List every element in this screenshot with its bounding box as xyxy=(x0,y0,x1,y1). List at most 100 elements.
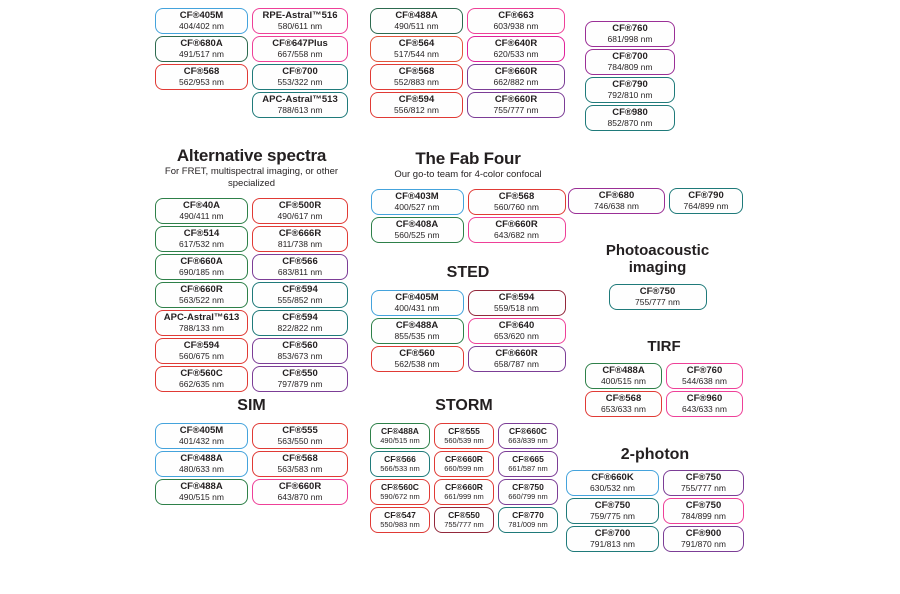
dye-name: CF®666R xyxy=(278,228,322,240)
dye-name: CF®560 xyxy=(399,348,435,360)
dye-excitation-emission: 643/633 nm xyxy=(682,403,727,414)
dye-name: CF®660R xyxy=(278,481,322,493)
dye-excitation-emission: 544/638 nm xyxy=(682,375,727,386)
dye-name: CF®550 xyxy=(282,368,318,380)
dye-excitation-emission: 550/983 nm xyxy=(380,519,420,529)
dye-name: CF®594 xyxy=(183,340,220,352)
dye-excitation-emission: 855/535 nm xyxy=(394,330,440,341)
dye-name: APC-Astral™513 xyxy=(262,94,338,106)
dye-name: CF®500R xyxy=(278,200,322,212)
dye-name: CF®594 xyxy=(498,292,535,304)
dye-name: CF®568 xyxy=(183,66,220,78)
dye-name: CF®750 xyxy=(685,500,722,512)
dye-excitation-emission: 490/617 nm xyxy=(277,210,323,221)
dye-excitation-emission: 401/432 nm xyxy=(179,435,224,446)
dye-excitation-emission: 630/532 nm xyxy=(590,482,635,493)
section-subtitle: Our go-to team for 4-color confocal xyxy=(394,169,542,180)
dye-name: CF®405M xyxy=(179,10,224,22)
dye-name: CF®488A xyxy=(395,320,439,332)
dye-name: CF®700 xyxy=(594,528,631,540)
section-alternative-spectra: Alternative spectra For FRET, multispect… xyxy=(155,146,348,392)
dye-excitation-emission: 400/515 nm xyxy=(601,375,646,386)
dye-excitation-emission: 552/883 nm xyxy=(394,76,439,87)
dye-name: CF®663 xyxy=(498,10,534,22)
section-title: Photoacoustic imaging xyxy=(605,242,710,276)
dye-name: CF®660C xyxy=(509,426,547,437)
dye-name: CF®488A xyxy=(381,426,419,437)
dye-excitation-emission: 791/870 nm xyxy=(681,538,726,549)
dye-name: CF®770 xyxy=(512,510,544,521)
dye-excitation-emission: 603/938 nm xyxy=(493,20,539,31)
dye-name: CF®488A xyxy=(602,365,645,377)
dye-excitation-emission: 788/613 nm xyxy=(277,104,323,115)
dye-name: CF®790 xyxy=(612,79,648,91)
dye-name: CF®660K xyxy=(591,472,634,484)
dye-name: CF®980 xyxy=(612,107,648,119)
dye-excitation-emission: 667/558 nm xyxy=(277,48,323,59)
dye-name: CF®660R xyxy=(494,66,538,78)
dye-excitation-emission: 755/777 nm xyxy=(493,104,539,115)
dye-excitation-emission: 683/811 nm xyxy=(277,266,323,277)
dye-excitation-emission: 658/787 nm xyxy=(494,358,539,369)
dye-excitation-emission: 653/633 nm xyxy=(601,403,646,414)
section-title: The Fab Four xyxy=(415,149,521,168)
dye-excitation-emission: 764/899 nm xyxy=(683,200,729,211)
dye-excitation-emission: 746/638 nm xyxy=(594,200,639,211)
dye-excitation-emission: 797/879 nm xyxy=(277,378,323,389)
dye-name: CF®568 xyxy=(605,393,642,405)
dye-excitation-emission: 517/544 nm xyxy=(394,48,439,59)
dye-excitation-emission: 555/852 nm xyxy=(277,294,323,305)
dye-name: CF®488A xyxy=(180,453,223,465)
dye-excitation-emission: 643/682 nm xyxy=(494,229,539,240)
dye-name: CF®640R xyxy=(494,38,538,50)
dye-excitation-emission: 404/402 nm xyxy=(179,20,224,31)
dye-name: CF®555 xyxy=(448,426,480,437)
dye-excitation-emission: 560/760 nm xyxy=(494,201,539,212)
dye-name: CF®560C xyxy=(180,368,223,380)
dye-excitation-emission: 791/813 nm xyxy=(590,538,635,549)
dye-excitation-emission: 480/633 nm xyxy=(179,463,224,474)
dye-excitation-emission: 660/599 nm xyxy=(444,463,484,473)
dye-name: CF®568 xyxy=(498,191,535,203)
dye-name: CF®550 xyxy=(448,510,480,521)
